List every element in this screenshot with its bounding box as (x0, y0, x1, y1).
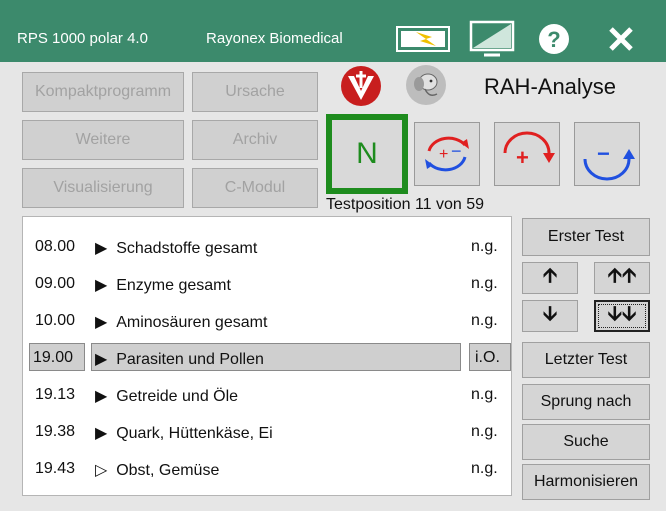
row-marker: ▶ (95, 388, 108, 405)
list-item-selected[interactable]: 19.00 ▶ Parasiten und Pollen i.O. (23, 342, 513, 372)
polarity-plus-button[interactable]: + (494, 122, 560, 186)
up-button[interactable]: 🡩 (522, 262, 578, 294)
row-marker: ▶ (95, 277, 108, 294)
visualisierung-button[interactable]: Visualisierung (22, 168, 184, 208)
analysis-title: RAH-Analyse (484, 74, 617, 99)
polarity-mixed-button[interactable]: + − (414, 122, 480, 186)
battery-charging-icon[interactable] (396, 26, 452, 52)
dog-icon[interactable] (405, 64, 447, 106)
letzter-test-button[interactable]: Letzter Test (522, 342, 650, 378)
n-label: N (356, 137, 378, 170)
row-marker: ▶ (95, 240, 108, 257)
svg-text:+: + (439, 146, 448, 163)
page-down-button[interactable]: 🡫🡫 (594, 300, 650, 332)
archiv-button[interactable]: Archiv (192, 120, 318, 160)
c-modul-button[interactable]: C-Modul (192, 168, 318, 208)
close-icon[interactable] (608, 26, 634, 52)
arrow-down-icon: 🡫 (542, 303, 558, 325)
row-marker: ▶ (95, 314, 108, 331)
vet-logo-icon[interactable] (339, 64, 383, 108)
polarity-minus-button[interactable]: − (574, 122, 640, 186)
svg-text:+: + (516, 145, 529, 170)
neutral-n-button[interactable]: N (326, 114, 408, 194)
svg-text:−: − (597, 141, 610, 166)
vendor-name: Rayonex Biomedical (206, 30, 343, 47)
down-button[interactable]: 🡫 (522, 300, 578, 332)
polarity-mixed-icon: + − (425, 136, 469, 172)
erster-test-button[interactable]: Erster Test (522, 218, 650, 256)
weitere-button[interactable]: Weitere (22, 120, 184, 160)
row-marker: ▶ (95, 425, 108, 442)
list-item[interactable]: 19.43 ▷ Obst, Gemüse n.g. (35, 460, 498, 479)
double-arrow-down-icon: 🡫🡫 (607, 303, 637, 325)
row-marker: ▶ (95, 351, 108, 368)
test-list: 08.00 ▶ Schadstoffe gesamt n.g. 09.00 ▶ … (22, 216, 512, 496)
ursache-button[interactable]: Ursache (192, 72, 318, 112)
polarity-plus-icon: + (503, 131, 555, 170)
test-position: Testposition 11 von 59 (326, 196, 485, 213)
kompaktprogramm-button[interactable]: Kompaktprogramm (22, 72, 184, 112)
list-item[interactable]: 09.00 ▶ Enzyme gesamt n.g. (35, 275, 498, 294)
list-item[interactable]: 19.13 ▶ Getreide und Öle n.g. (35, 386, 498, 405)
polarity-minus-icon: − (583, 141, 635, 181)
row-marker: ▷ (95, 462, 108, 479)
double-arrow-up-icon: 🡩🡩 (607, 265, 637, 287)
suche-button[interactable]: Suche (522, 424, 650, 460)
sprung-nach-button[interactable]: Sprung nach (522, 384, 650, 420)
page-up-button[interactable]: 🡩🡩 (594, 262, 650, 294)
list-item[interactable]: 10.00 ▶ Aminosäuren gesamt n.g. (35, 312, 498, 331)
svg-text:?: ? (547, 27, 560, 52)
arrow-up-icon: 🡩 (542, 265, 558, 287)
monitor-icon[interactable] (469, 20, 515, 58)
list-item[interactable]: 08.00 ▶ Schadstoffe gesamt n.g. (35, 238, 498, 257)
device-name: RPS 1000 polar 4.0 (17, 30, 148, 47)
harmonisieren-button[interactable]: Harmonisieren (522, 464, 650, 500)
svg-text:−: − (451, 141, 462, 161)
help-icon[interactable]: ? (537, 22, 571, 56)
title-bar: RPS 1000 polar 4.0 Rayonex Biomedical ? (0, 0, 666, 62)
list-item[interactable]: 19.38 ▶ Quark, Hüttenkäse, Ei n.g. (35, 423, 498, 442)
